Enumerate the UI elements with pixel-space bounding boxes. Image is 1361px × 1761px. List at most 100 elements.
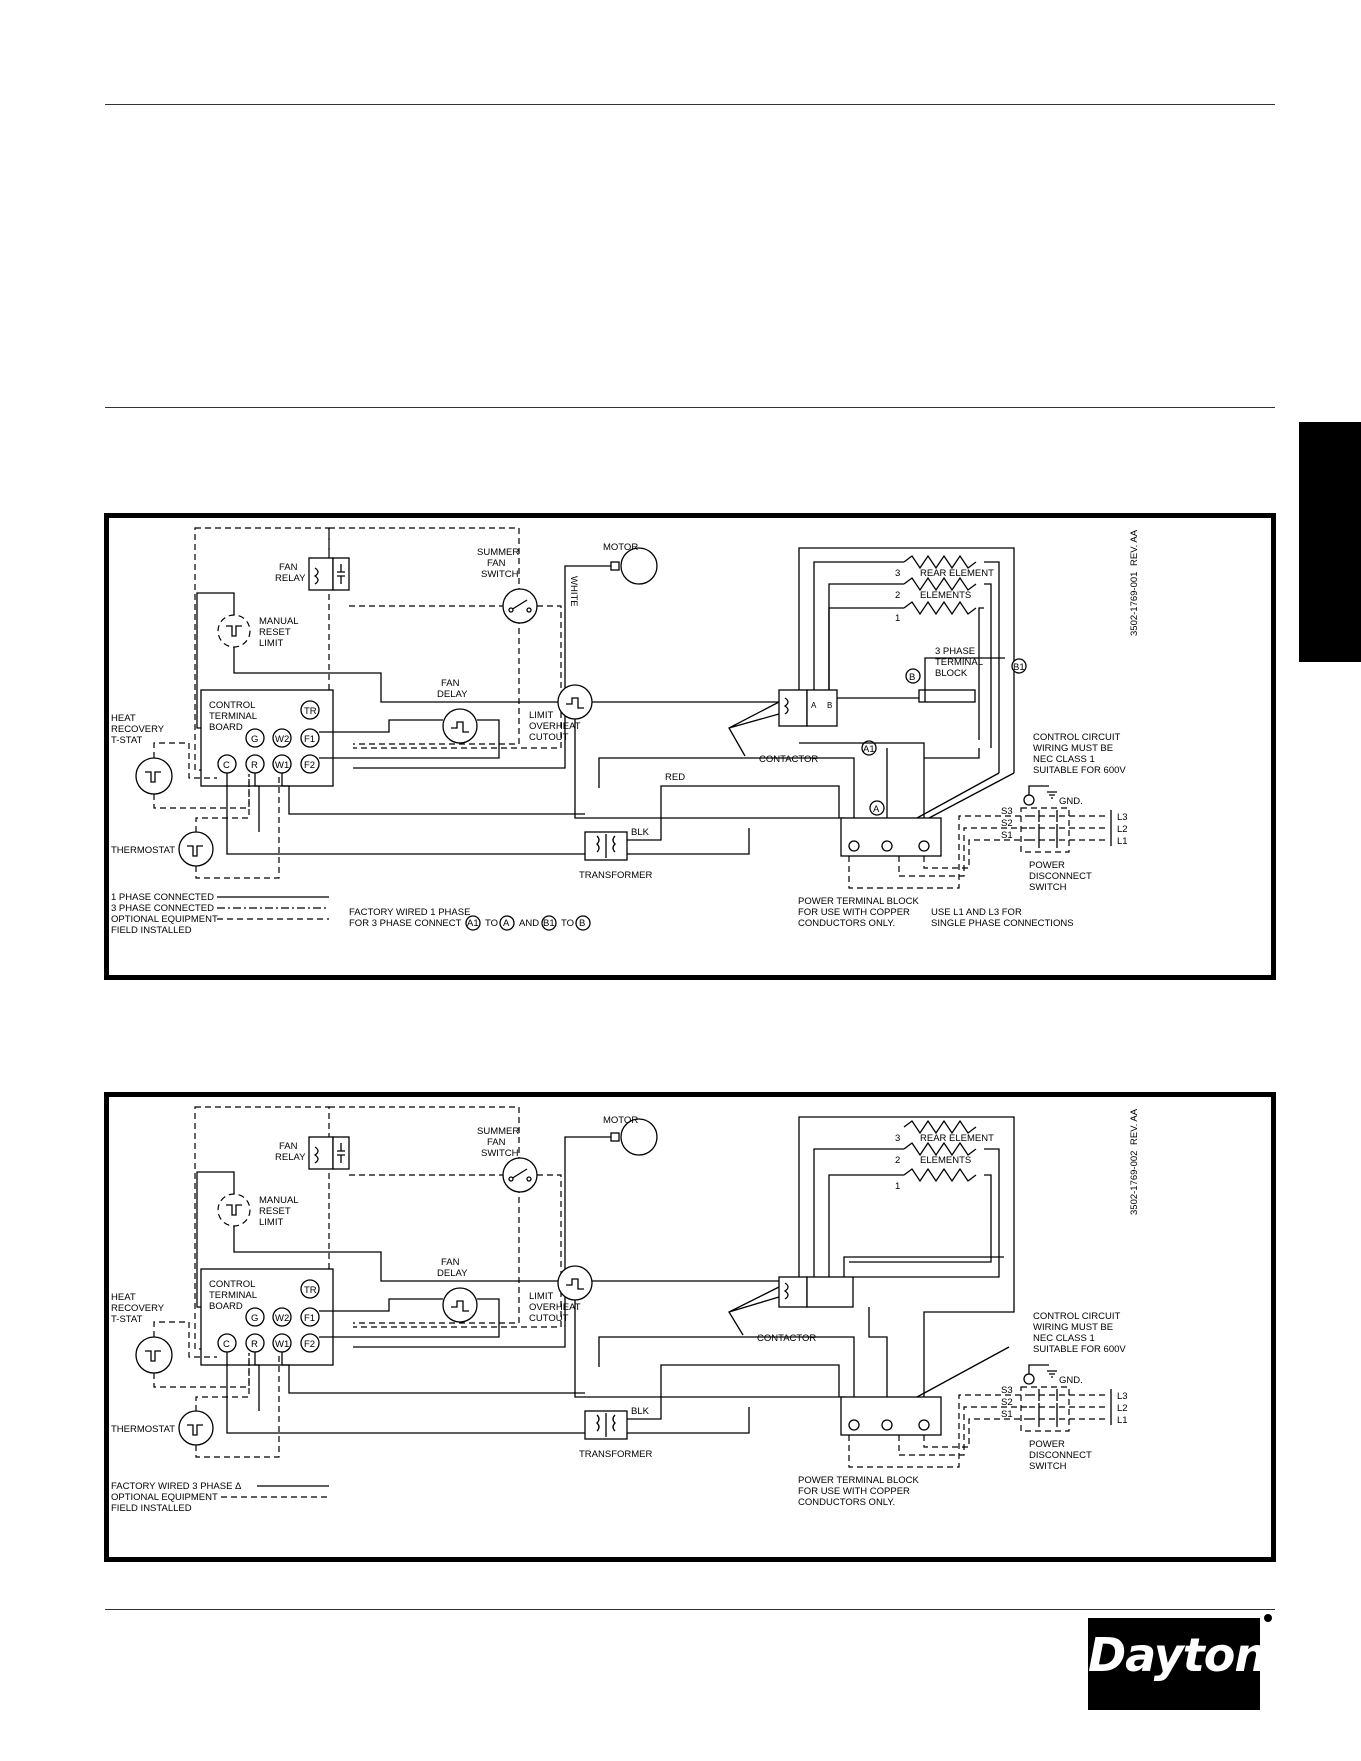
control-board-label-3: BOARD <box>209 722 243 733</box>
thermostat-icon-2 <box>178 1410 214 1446</box>
manual-reset-limit-label: MANUAL <box>259 616 299 627</box>
heat-recovery-label-2: RECOVERY <box>111 1303 165 1314</box>
power-terminal-block-label: POWER TERMINAL BLOCK <box>798 1475 920 1486</box>
power-terminal-block-label-3: CONDUCTORS ONLY. <box>798 918 895 929</box>
control-board-label-2: TERMINAL <box>209 711 257 722</box>
power-disconnect-label-2: DISCONNECT <box>1029 1450 1092 1461</box>
terminal-C-2: C <box>217 1333 237 1353</box>
revision-label: REV. AA <box>1129 529 1140 566</box>
note-and: AND <box>519 918 539 929</box>
s2-label: S2 <box>1001 818 1013 829</box>
rear-element-label: REAR ELEMENT <box>920 568 994 579</box>
terminal-c-label: C <box>223 1339 230 1350</box>
three-phase-block-label-3: BLOCK <box>935 668 968 679</box>
top-rule <box>105 104 1275 105</box>
red-wire-label: RED <box>665 772 685 783</box>
heat-recovery-label-3: T-STAT <box>111 1314 143 1325</box>
control-board-label: CONTROL <box>209 700 255 711</box>
contactor-icon-2 <box>778 1276 808 1308</box>
callout-A: A <box>869 800 885 816</box>
callout-b1-label: B1 <box>1013 662 1025 673</box>
callout-b-label: B <box>909 672 915 683</box>
l3-label: L3 <box>1117 1391 1128 1402</box>
contactor-icon <box>778 689 808 727</box>
manual-reset-limit-label: MANUAL <box>259 1195 299 1206</box>
control-circuit-note: CONTROL CIRCUIT <box>1033 1311 1120 1322</box>
fan-relay-label-2: RELAY <box>275 1152 306 1163</box>
power-disconnect-label: POWER <box>1029 860 1065 871</box>
blk-wire-label: BLK <box>631 827 650 838</box>
terminal-W2-2: W2 <box>272 1307 292 1327</box>
manual-reset-limit-icon-2 <box>217 1193 251 1227</box>
terminal-w1-label: W1 <box>275 760 289 771</box>
terminal-W1-2: W1 <box>272 1333 292 1353</box>
callout-B1: B1 <box>1011 658 1027 674</box>
terminal-f1-label: F1 <box>304 1313 315 1324</box>
manual-reset-limit-label-2: RESET <box>259 627 291 638</box>
terminal-W1: W1 <box>272 754 292 774</box>
terminal-f2-label: F2 <box>304 1339 315 1350</box>
power-terminal-block-label-2: FOR USE WITH COPPER <box>798 907 910 918</box>
drawing-number: 3502-1769-002 <box>1129 1151 1140 1215</box>
fan-delay-label-2: DELAY <box>437 689 468 700</box>
terminal-F2-2: F2 <box>300 1333 320 1353</box>
terminal-C: C <box>217 754 237 774</box>
control-board-label-3: BOARD <box>209 1301 243 1312</box>
elements-label: ELEMENTS <box>920 1155 971 1166</box>
blk-wire-label: BLK <box>631 1406 650 1417</box>
summer-fan-switch-icon-2 <box>502 1157 538 1193</box>
three-phase-block-label: 3 PHASE <box>935 646 975 657</box>
heat-recovery-label: HEAT <box>111 1292 136 1303</box>
single-phase-note-2: SINGLE PHASE CONNECTIONS <box>931 918 1074 929</box>
terminal-TR-2: TR <box>300 1279 320 1299</box>
terminal-tr-label: TR <box>304 706 317 717</box>
heat-recovery-label-3: T-STAT <box>111 735 143 746</box>
transformer-label: TRANSFORMER <box>579 870 653 881</box>
factory-wired-note-2: FOR 3 PHASE CONNECT <box>349 918 462 929</box>
legend-optional: OPTIONAL EQUIPMENT <box>111 914 218 925</box>
legend-optional: OPTIONAL EQUIPMENT <box>111 1492 218 1503</box>
terminal-w2-label: W2 <box>275 734 289 745</box>
three-phase-terminal-block <box>918 689 976 703</box>
power-terminal-block-label-2: FOR USE WITH COPPER <box>798 1486 910 1497</box>
motor-icon <box>620 547 658 585</box>
fan-relay-icon <box>308 557 334 591</box>
l1-label: L1 <box>1117 1415 1128 1426</box>
note-a: A <box>503 918 510 929</box>
limit-overheat-label-2: OVERHEAT <box>529 721 581 732</box>
white-wire-label: WHITE <box>568 576 579 607</box>
terminal-f1-label: F1 <box>304 734 315 745</box>
power-terminal-block-label-3: CONDUCTORS ONLY. <box>798 1497 895 1508</box>
heat-recovery-tstat-icon <box>135 757 173 795</box>
summer-fan-switch-label-2: FAN <box>487 558 506 569</box>
fan-delay-icon-2 <box>442 1287 478 1323</box>
note-to-2: TO <box>561 918 574 929</box>
ground-label: GND. <box>1059 796 1083 807</box>
note-b: B <box>579 918 585 929</box>
power-disconnect-switch-2 <box>1020 1386 1070 1432</box>
svg-text:B: B <box>827 701 832 710</box>
power-disconnect-switch <box>1020 807 1070 853</box>
terminal-F2: F2 <box>300 754 320 774</box>
terminal-TR: TR <box>300 700 320 720</box>
heating-elements <box>903 554 977 616</box>
power-disconnect-label: POWER <box>1029 1439 1065 1450</box>
terminal-F1: F1 <box>300 728 320 748</box>
fan-delay-label: FAN <box>441 1257 460 1268</box>
summer-fan-switch-label: SUMMER <box>477 547 519 558</box>
legend-factory-3-phase: FACTORY WIRED 3 PHASE Δ <box>111 1481 242 1492</box>
l2-label: L2 <box>1117 1403 1128 1414</box>
terminal-g-label: G <box>251 734 258 745</box>
heat-recovery-label-2: RECOVERY <box>111 724 165 735</box>
heating-elements-2 <box>903 1119 977 1183</box>
elements-label: ELEMENTS <box>920 590 971 601</box>
ground-icon-2 <box>1023 1373 1035 1385</box>
three-phase-block-label-2: TERMINAL <box>935 657 983 668</box>
rear-element-label: REAR ELEMENT <box>920 1133 994 1144</box>
element-1-number: 1 <box>895 1181 900 1192</box>
limit-overheat-label-3: CUTOUT <box>529 1313 569 1324</box>
footer-rule <box>105 1609 1275 1610</box>
element-3-number: 3 <box>895 568 900 579</box>
heat-recovery-label: HEAT <box>111 713 136 724</box>
s3-label: S3 <box>1001 1385 1013 1396</box>
